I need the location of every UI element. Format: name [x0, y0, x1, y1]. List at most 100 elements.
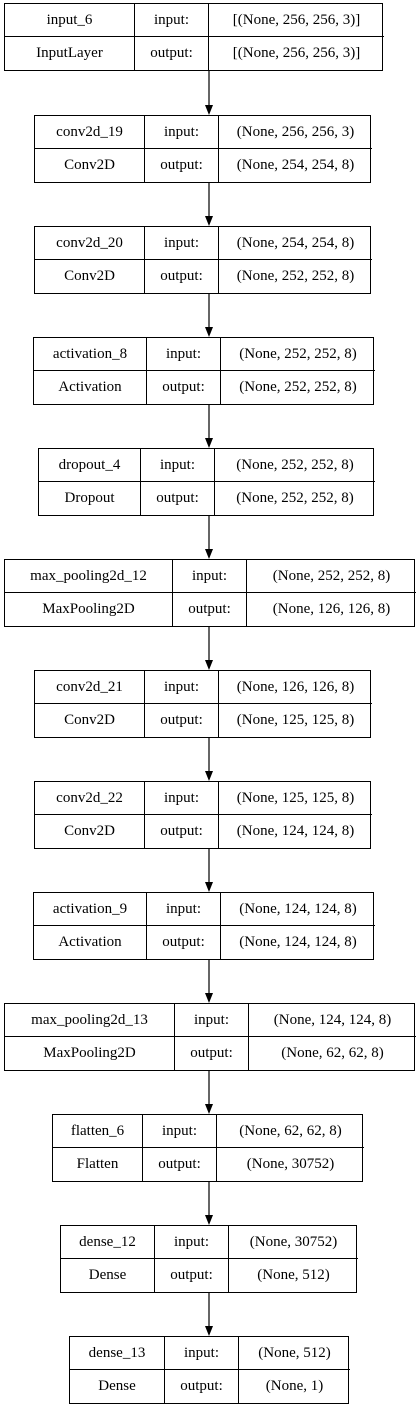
output-label: output:: [135, 37, 209, 70]
input-shape: (None, 62, 62, 8): [217, 1115, 364, 1148]
input-shape: (None, 124, 124, 8): [221, 893, 375, 926]
layer-name: dropout_4: [39, 449, 141, 482]
arrow-head-icon: [205, 105, 213, 115]
layer-name: max_pooling2d_13: [5, 1004, 175, 1037]
layer-type: InputLayer: [5, 37, 135, 70]
output-shape: (None, 124, 124, 8): [239, 934, 357, 950]
layer-name: activation_8: [34, 338, 147, 371]
input-shape: (None, 254, 254, 8): [219, 227, 372, 260]
layer-name: conv2d_20: [35, 227, 145, 260]
layer-type: Activation: [34, 371, 147, 404]
output-shape: (None, 125, 125, 8): [236, 712, 355, 728]
layer-name: dense_12: [61, 1226, 155, 1259]
output-shape: (None, 512): [257, 1267, 330, 1283]
output-shape: [(None, 256, 256, 3)]: [232, 45, 361, 61]
input-label: input:: [145, 116, 219, 149]
input-label: input:: [145, 782, 219, 815]
arrow-head-icon: [205, 327, 213, 337]
input-label: input:: [145, 671, 219, 704]
input-shape: [(None, 256, 256, 3)]: [209, 4, 384, 37]
input-label: input:: [141, 449, 215, 482]
input-shape: (None, 124, 124, 8): [249, 1004, 416, 1037]
input-shape: (None, 30752): [229, 1226, 358, 1259]
input-label: input:: [165, 1337, 239, 1370]
layer-type: MaxPooling2D: [5, 593, 173, 626]
input-label: input:: [147, 893, 221, 926]
input-shape: (None, 252, 252, 8): [221, 338, 375, 371]
output-shape: (None, 252, 252, 8): [236, 268, 355, 284]
output-shape: (None, 126, 126, 8): [272, 601, 391, 617]
output-label: output:: [175, 1037, 249, 1070]
input-label: input:: [175, 1004, 249, 1037]
output-shape: (None, 1): [265, 1378, 324, 1394]
output-label: output:: [145, 704, 219, 737]
arrow-head-icon: [205, 216, 213, 226]
input-shape: (None, 125, 125, 8): [219, 782, 372, 815]
layer-name: conv2d_22: [35, 782, 145, 815]
input-shape: (None, 252, 252, 8): [247, 560, 416, 593]
input-label: input:: [145, 227, 219, 260]
layer-type: Conv2D: [35, 815, 145, 848]
output-shape: (None, 30752): [246, 1156, 335, 1172]
output-shape: (None, 62, 62, 8): [281, 1045, 384, 1061]
layer-type: Conv2D: [35, 149, 145, 182]
layer-type: Conv2D: [35, 260, 145, 293]
layer-type: Conv2D: [35, 704, 145, 737]
output-label: output:: [143, 1148, 217, 1181]
input-label: input:: [135, 4, 209, 37]
arrow-head-icon: [205, 993, 213, 1003]
input-label: input:: [143, 1115, 217, 1148]
arrow-head-icon: [205, 882, 213, 892]
arrow-head-icon: [205, 771, 213, 781]
input-label: input:: [173, 560, 247, 593]
output-label: output:: [155, 1259, 229, 1292]
layer-name: conv2d_21: [35, 671, 145, 704]
layer-type: Dropout: [39, 482, 141, 515]
arrow-head-icon: [205, 1104, 213, 1114]
output-label: output:: [165, 1370, 239, 1403]
output-label: output:: [173, 593, 247, 626]
output-label: output:: [147, 926, 221, 959]
layer-type: Flatten: [53, 1148, 143, 1181]
output-shape: (None, 252, 252, 8): [236, 490, 354, 506]
layer-type: Dense: [70, 1370, 165, 1403]
output-shape: (None, 252, 252, 8): [239, 379, 357, 395]
input-shape: (None, 256, 256, 3): [219, 116, 372, 149]
arrow-head-icon: [205, 660, 213, 670]
layer-name: activation_9: [34, 893, 147, 926]
layer-name: max_pooling2d_12: [5, 560, 173, 593]
input-label: input:: [155, 1226, 229, 1259]
output-label: output:: [141, 482, 215, 515]
layer-name: input_6: [5, 4, 135, 37]
output-label: output:: [145, 260, 219, 293]
layer-type: Dense: [61, 1259, 155, 1292]
input-shape: (None, 252, 252, 8): [215, 449, 375, 482]
input-label: input:: [147, 338, 221, 371]
layer-name: dense_13: [70, 1337, 165, 1370]
arrow-head-icon: [205, 549, 213, 559]
layer-type: MaxPooling2D: [5, 1037, 175, 1070]
output-shape: (None, 124, 124, 8): [236, 823, 355, 839]
arrow-head-icon: [205, 438, 213, 448]
output-label: output:: [147, 371, 221, 404]
input-shape: (None, 126, 126, 8): [219, 671, 372, 704]
input-shape: (None, 512): [239, 1337, 350, 1370]
arrow-head-icon: [205, 1215, 213, 1225]
layer-name: conv2d_19: [35, 116, 145, 149]
layer-type: Activation: [34, 926, 147, 959]
output-shape: (None, 254, 254, 8): [236, 157, 355, 173]
